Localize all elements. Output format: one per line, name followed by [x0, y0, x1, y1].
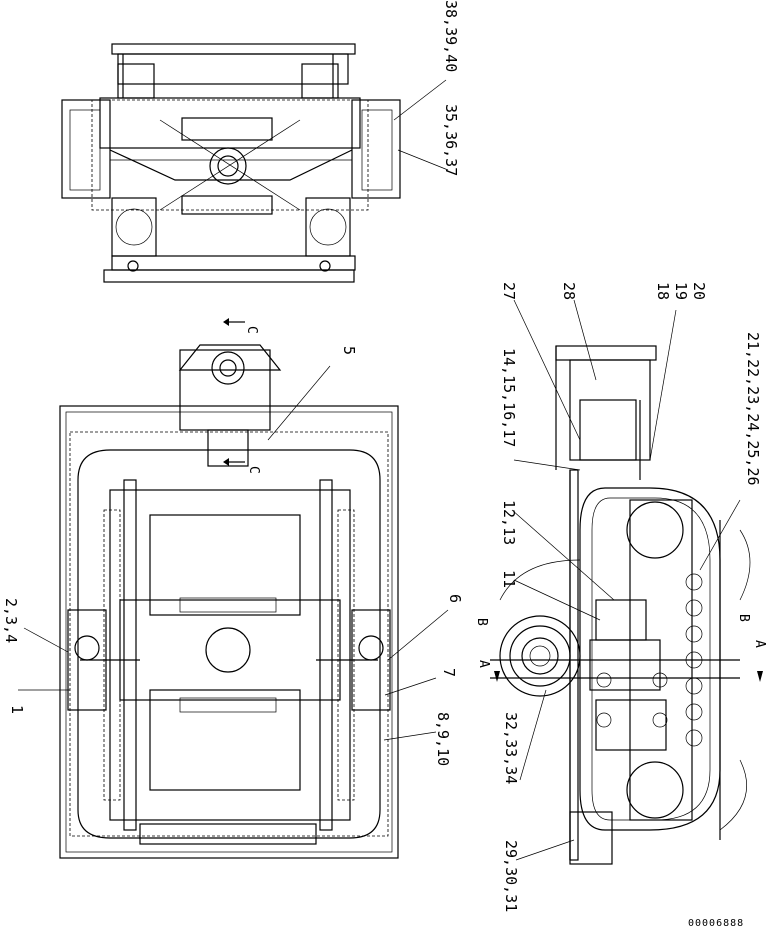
- callout-5: 5: [340, 346, 358, 355]
- callout-1: 1: [8, 705, 26, 714]
- end-view: [61, 43, 401, 283]
- callout-2-3-4: 2,3,4: [2, 598, 20, 643]
- callout-20: 20: [690, 282, 708, 300]
- callout-29-31: 29,30,31: [502, 840, 520, 912]
- section-c-top-label: C: [244, 326, 259, 334]
- callout-7: 7: [440, 668, 458, 677]
- callout-21-26: 21,22,23,24,25,26: [744, 332, 762, 486]
- section-c-bottom-label: C: [246, 466, 261, 474]
- section-b-left-label: B: [474, 618, 489, 626]
- callout-35-37: 35,36,37: [442, 104, 460, 176]
- callout-12-13: 12,13: [500, 500, 518, 545]
- callout-8-9-10: 8,9,10: [434, 712, 452, 766]
- callout-19: 19: [672, 282, 690, 300]
- callout-18: 18: [654, 282, 672, 300]
- section-a-right-label: A: [752, 640, 767, 648]
- callout-32-34: 32,33,34: [502, 712, 520, 784]
- section-b-right-label: B: [736, 614, 751, 622]
- plan-view: [59, 344, 399, 859]
- side-view: [490, 345, 751, 865]
- section-c-marks: C C: [223, 318, 261, 474]
- section-ab-marks: A B A B: [474, 614, 767, 682]
- callout-14-17: 14,15,16,17: [500, 348, 518, 447]
- callout-11: 11: [500, 570, 518, 588]
- callout-28: 28: [560, 282, 578, 300]
- callout-labels: 1 2,3,4 5 6 7 8,9,10 11 12,13 14,15,16,1…: [2, 0, 762, 912]
- section-a-left-label: A: [476, 660, 491, 668]
- leader-lines: [18, 79, 741, 861]
- callout-6: 6: [446, 594, 464, 603]
- sheet-number: 00006888: [688, 918, 744, 929]
- callout-38-40: 38,39,40: [442, 0, 460, 72]
- callout-27: 27: [500, 282, 518, 300]
